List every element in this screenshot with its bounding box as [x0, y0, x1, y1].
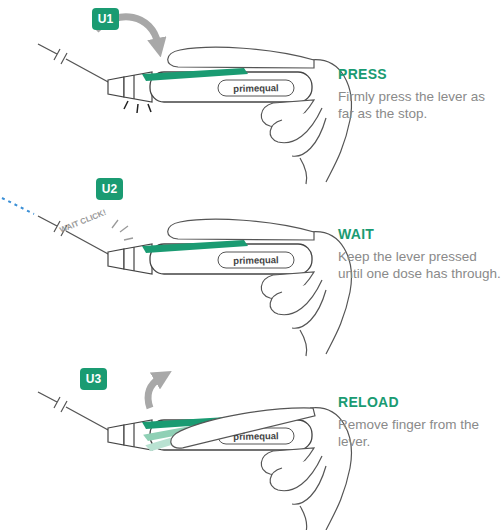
index-finger [168, 219, 314, 240]
dose-spray [2, 198, 34, 214]
index-finger [168, 47, 314, 68]
brand-name: primequal [233, 82, 279, 94]
brand-name: primequal [233, 254, 279, 266]
step-number: U2 [102, 182, 117, 196]
index-finger [168, 396, 315, 452]
step-number: U1 [98, 12, 113, 26]
step-heading: WAIT [338, 226, 504, 242]
step-badge: U2 [96, 178, 123, 200]
brand-name: primequal [233, 430, 279, 442]
step-badge: U1 [92, 8, 119, 30]
step-badge: U3 [80, 368, 107, 390]
step-description: Remove finger from the lever. [338, 416, 504, 450]
pen-injector [38, 216, 351, 356]
step-heading: PRESS [338, 66, 504, 82]
pen-injector [38, 44, 351, 184]
step-number: U3 [86, 372, 101, 386]
click-ticks [112, 220, 133, 240]
lever [142, 68, 248, 81]
motion-ticks [124, 101, 151, 113]
release-arrow [148, 378, 160, 408]
step-description: Keep the lever pressed until one dose ha… [338, 248, 504, 282]
lever [142, 240, 248, 253]
pen-injector [38, 392, 351, 530]
step-description: Firmly press the lever as far as the sto… [338, 88, 504, 122]
step-heading: RELOAD [338, 394, 504, 410]
sound-cue: WAIT CLICK! [58, 208, 107, 235]
